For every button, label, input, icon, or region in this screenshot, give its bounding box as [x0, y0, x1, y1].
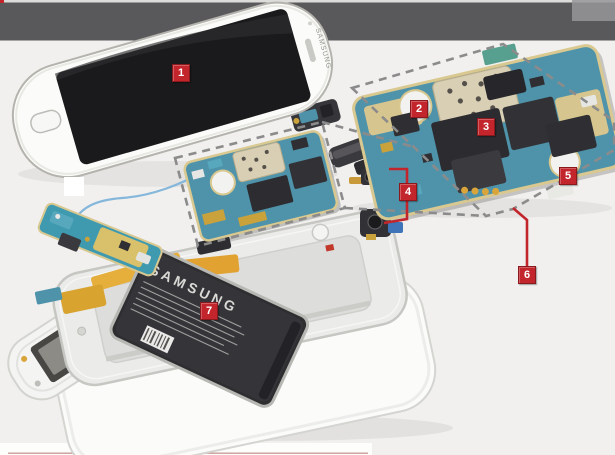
phone-front: SAMSUNG	[11, 1, 334, 179]
flex-ribbon-3	[59, 284, 107, 314]
battery-label-text-lines	[130, 281, 245, 355]
frame-camera-ring	[311, 223, 330, 242]
frame-pcb-piece	[34, 287, 63, 305]
frame-red-sticker	[325, 243, 335, 252]
callout-6-leader	[512, 207, 529, 266]
antenna-wire	[73, 170, 205, 222]
callout-1-display: 1	[172, 64, 190, 82]
chip-small-2	[288, 156, 328, 189]
shield-small	[232, 142, 286, 183]
usb-connector	[57, 232, 82, 252]
charging-port-board	[37, 202, 163, 277]
callout-7-battery: 7	[200, 302, 218, 320]
motherboard-small	[183, 130, 341, 244]
corner-red-mark	[0, 0, 4, 3]
battery-edge	[258, 321, 301, 400]
callout-6-motherboard: 6	[518, 266, 536, 284]
motherboard-large	[352, 43, 615, 223]
antenna-pad-small	[209, 169, 236, 196]
callout-5-board-edge: 5	[559, 167, 577, 185]
phone-screen	[56, 9, 311, 165]
memory-chip	[502, 96, 562, 151]
rear-camera-lens	[367, 214, 383, 230]
dashed-connector-top	[321, 120, 415, 149]
speaker-contact	[21, 355, 28, 362]
callout-3-processor: 3	[477, 118, 495, 136]
camera-flex	[349, 177, 363, 184]
callout-4-cameras: 4	[399, 183, 417, 201]
battery: SAMSUNG	[109, 246, 310, 408]
chip-small-1	[246, 175, 294, 212]
chip-large-3	[545, 114, 597, 158]
rear-camera-module	[360, 209, 403, 240]
home-button	[30, 109, 62, 134]
earpiece-grill	[304, 38, 316, 62]
dashed-connector-bottom	[344, 206, 487, 218]
magnifier-outlines	[173, 42, 615, 248]
callout-2-shield-area: 2	[410, 100, 428, 118]
chip-large-4	[483, 68, 527, 101]
gold-connector-small	[201, 209, 226, 226]
front-sensor-dot	[307, 21, 312, 26]
white-patch	[64, 177, 84, 196]
sim-slot-block	[451, 150, 507, 196]
top-right-gray-block	[572, 0, 615, 21]
rear-camera-flex	[388, 222, 403, 233]
green-component	[482, 43, 518, 66]
top-edge-strip	[0, 0, 615, 3]
